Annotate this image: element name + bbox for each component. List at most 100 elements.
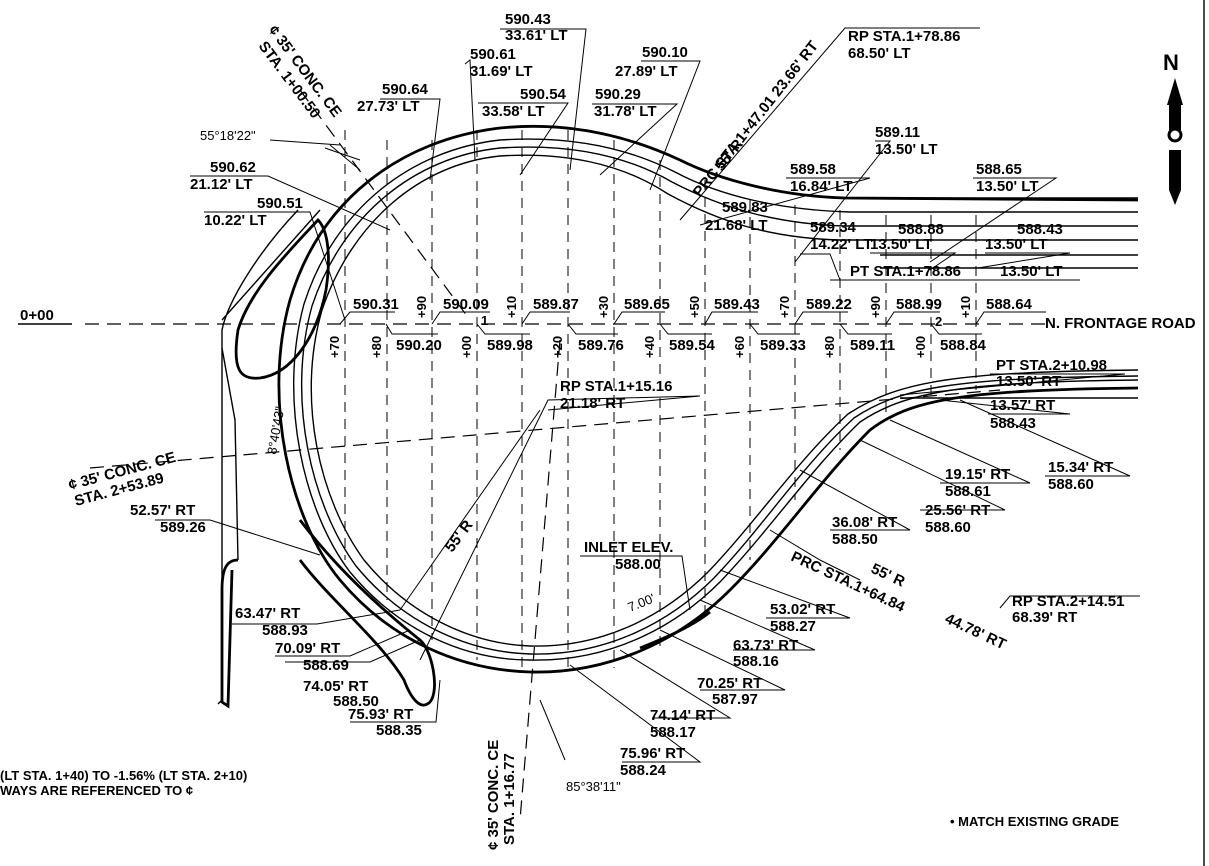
- rp-label: RP STA.1+15.16: [560, 378, 672, 395]
- angle-label: 55°18'22": [200, 128, 256, 143]
- loop-gutter: [310, 154, 1139, 647]
- profile-bottom-elev: 589.11: [850, 337, 895, 354]
- elev-label: 588.17: [650, 724, 696, 741]
- elev-label: 588.65: [976, 161, 1022, 178]
- tick-label: +50: [687, 296, 702, 318]
- elev-label: 589.34: [810, 219, 857, 236]
- station-index-2: 2: [935, 314, 942, 329]
- tick-label: +90: [414, 296, 429, 318]
- elev-label: 588.24: [620, 762, 667, 779]
- tick-label: +10: [958, 296, 973, 318]
- ce-line-left: [89, 389, 1001, 469]
- legend-match-grade: • MATCH EXISTING GRADE: [950, 814, 1119, 829]
- offset-label: 14.22' LT: [810, 236, 872, 253]
- offset-label: 52.57' RT: [130, 502, 195, 519]
- profile-elevations: 590.31 590.09 589.87 589.65 589.43 589.2…: [353, 296, 1033, 354]
- elev-label: 589.83: [722, 199, 768, 216]
- elev-label: 589.26: [160, 519, 206, 536]
- rp-label: RP STA.1+78.86: [848, 28, 960, 45]
- rt-callouts: RP STA.1+15.16 21.18' RT PT STA.2+10.98 …: [560, 357, 1124, 653]
- elev-label: 588.93: [262, 622, 308, 639]
- ce-line-bottom: [519, 339, 561, 821]
- island-left: [234, 217, 330, 380]
- station-index-1: 1: [481, 313, 488, 328]
- lt-callouts: 590.43 33.61' LT 590.61 31.69' LT 590.10…: [190, 11, 1063, 280]
- elev-label: 588.16: [733, 653, 779, 670]
- elev-label: 588.50: [832, 531, 878, 548]
- elev-label: 590.51: [257, 195, 303, 212]
- profile-top-elev: 590.09: [443, 296, 489, 313]
- elev-label: 588.88: [898, 221, 944, 238]
- pt-offset: 13.50' LT: [1000, 263, 1062, 280]
- offset-label: 27.89' LT: [615, 63, 677, 80]
- tick-label: +10: [504, 296, 519, 318]
- offset-label: 25.56' RT: [925, 502, 990, 519]
- offset-label: 16.84' LT: [790, 178, 852, 195]
- offset-label: 70.09' RT: [275, 640, 340, 657]
- callout-leaders: [155, 27, 1140, 763]
- loop-lip: [300, 146, 1139, 655]
- offset-label: 21.68' LT: [705, 217, 767, 234]
- elev-label: 588.35: [376, 722, 422, 739]
- elev-label: 588.60: [1048, 476, 1094, 493]
- profile-bottom-elev: 589.54: [669, 337, 716, 354]
- rp-offset: 68.39' RT: [1012, 609, 1077, 626]
- tick-label: +00: [459, 336, 474, 358]
- offset-label: 74.14' RT: [650, 707, 715, 724]
- tick-label: +20: [550, 336, 565, 358]
- offset-label: 13.57' RT: [990, 397, 1055, 414]
- offset-label: 53.02' RT: [770, 601, 835, 618]
- north-arrow: N: [1163, 50, 1183, 205]
- offset-label: 31.69' LT: [470, 63, 532, 80]
- elev-label: 588.50: [333, 693, 379, 710]
- profile-top-elev: 588.64: [986, 296, 1033, 313]
- elev-label: 590.62: [210, 159, 256, 176]
- tick-label: +80: [822, 336, 837, 358]
- offset-label: 21.12' LT: [190, 176, 252, 193]
- ce-station: STA. 1+16.77: [501, 753, 518, 845]
- offset-label: 63.47' RT: [235, 605, 300, 622]
- elev-label: 588.60: [925, 519, 971, 536]
- offset-label: 27.73' LT: [357, 98, 419, 115]
- offset-label: 13.50' LT: [870, 236, 932, 253]
- offset-label: 19.15' RT: [945, 466, 1010, 483]
- elev-label: 590.61: [470, 46, 516, 63]
- bottom-callouts: INLET ELEV. 588.00 7.00' 53.02' RT 588.2…: [130, 502, 835, 779]
- tick-label: +30: [596, 296, 611, 318]
- elev-label: 589.11: [875, 124, 920, 141]
- elev-label: 588.43: [1017, 221, 1063, 238]
- elev-label: 588.61: [945, 483, 991, 500]
- profile-bottom-elev: 589.76: [578, 337, 624, 354]
- rp-offset: 21.18' RT: [560, 395, 625, 412]
- profile-top-elev: 588.99: [896, 296, 942, 313]
- profile-top-elev: 589.43: [714, 296, 760, 313]
- island-bottom: [298, 519, 436, 707]
- tick-label: +70: [777, 296, 792, 318]
- tick-label: +40: [642, 336, 657, 358]
- loop-outer-edge: [277, 124, 1139, 674]
- offset-label: 13.50' LT: [875, 141, 937, 158]
- profile-bottom-elev: 588.84: [940, 337, 987, 354]
- offset-label: 63.73' RT: [733, 637, 798, 654]
- inlet-label: INLET ELEV.: [584, 539, 673, 556]
- pt-offset: 13.50' RT: [996, 373, 1061, 390]
- elev-label: 590.54: [520, 86, 567, 103]
- offset-label: 31.78' LT: [594, 103, 656, 120]
- elev-label: 590.64: [382, 81, 429, 98]
- offset-label: 74.05' RT: [303, 678, 368, 695]
- dimension-label: 7.00': [626, 590, 657, 614]
- profile-top-elev: 589.87: [533, 296, 579, 313]
- elev-label: 590.29: [595, 86, 641, 103]
- offset-label: 10.22' LT: [204, 212, 266, 229]
- note-line: WAYS ARE REFERENCED TO ¢: [0, 783, 193, 798]
- profile-bottom-elev: 589.33: [760, 337, 806, 354]
- tick-label: +70: [327, 336, 342, 358]
- offset-label: 33.58' LT: [482, 103, 544, 120]
- loop-road: [217, 124, 1139, 709]
- radius-label: 55' R: [442, 517, 477, 556]
- inlet-elev: 588.00: [615, 556, 661, 573]
- rp-offset: 68.50' LT: [848, 45, 910, 62]
- pt-label: PT STA.1+78.86: [850, 263, 961, 280]
- offset-label: 36.08' RT: [832, 514, 897, 531]
